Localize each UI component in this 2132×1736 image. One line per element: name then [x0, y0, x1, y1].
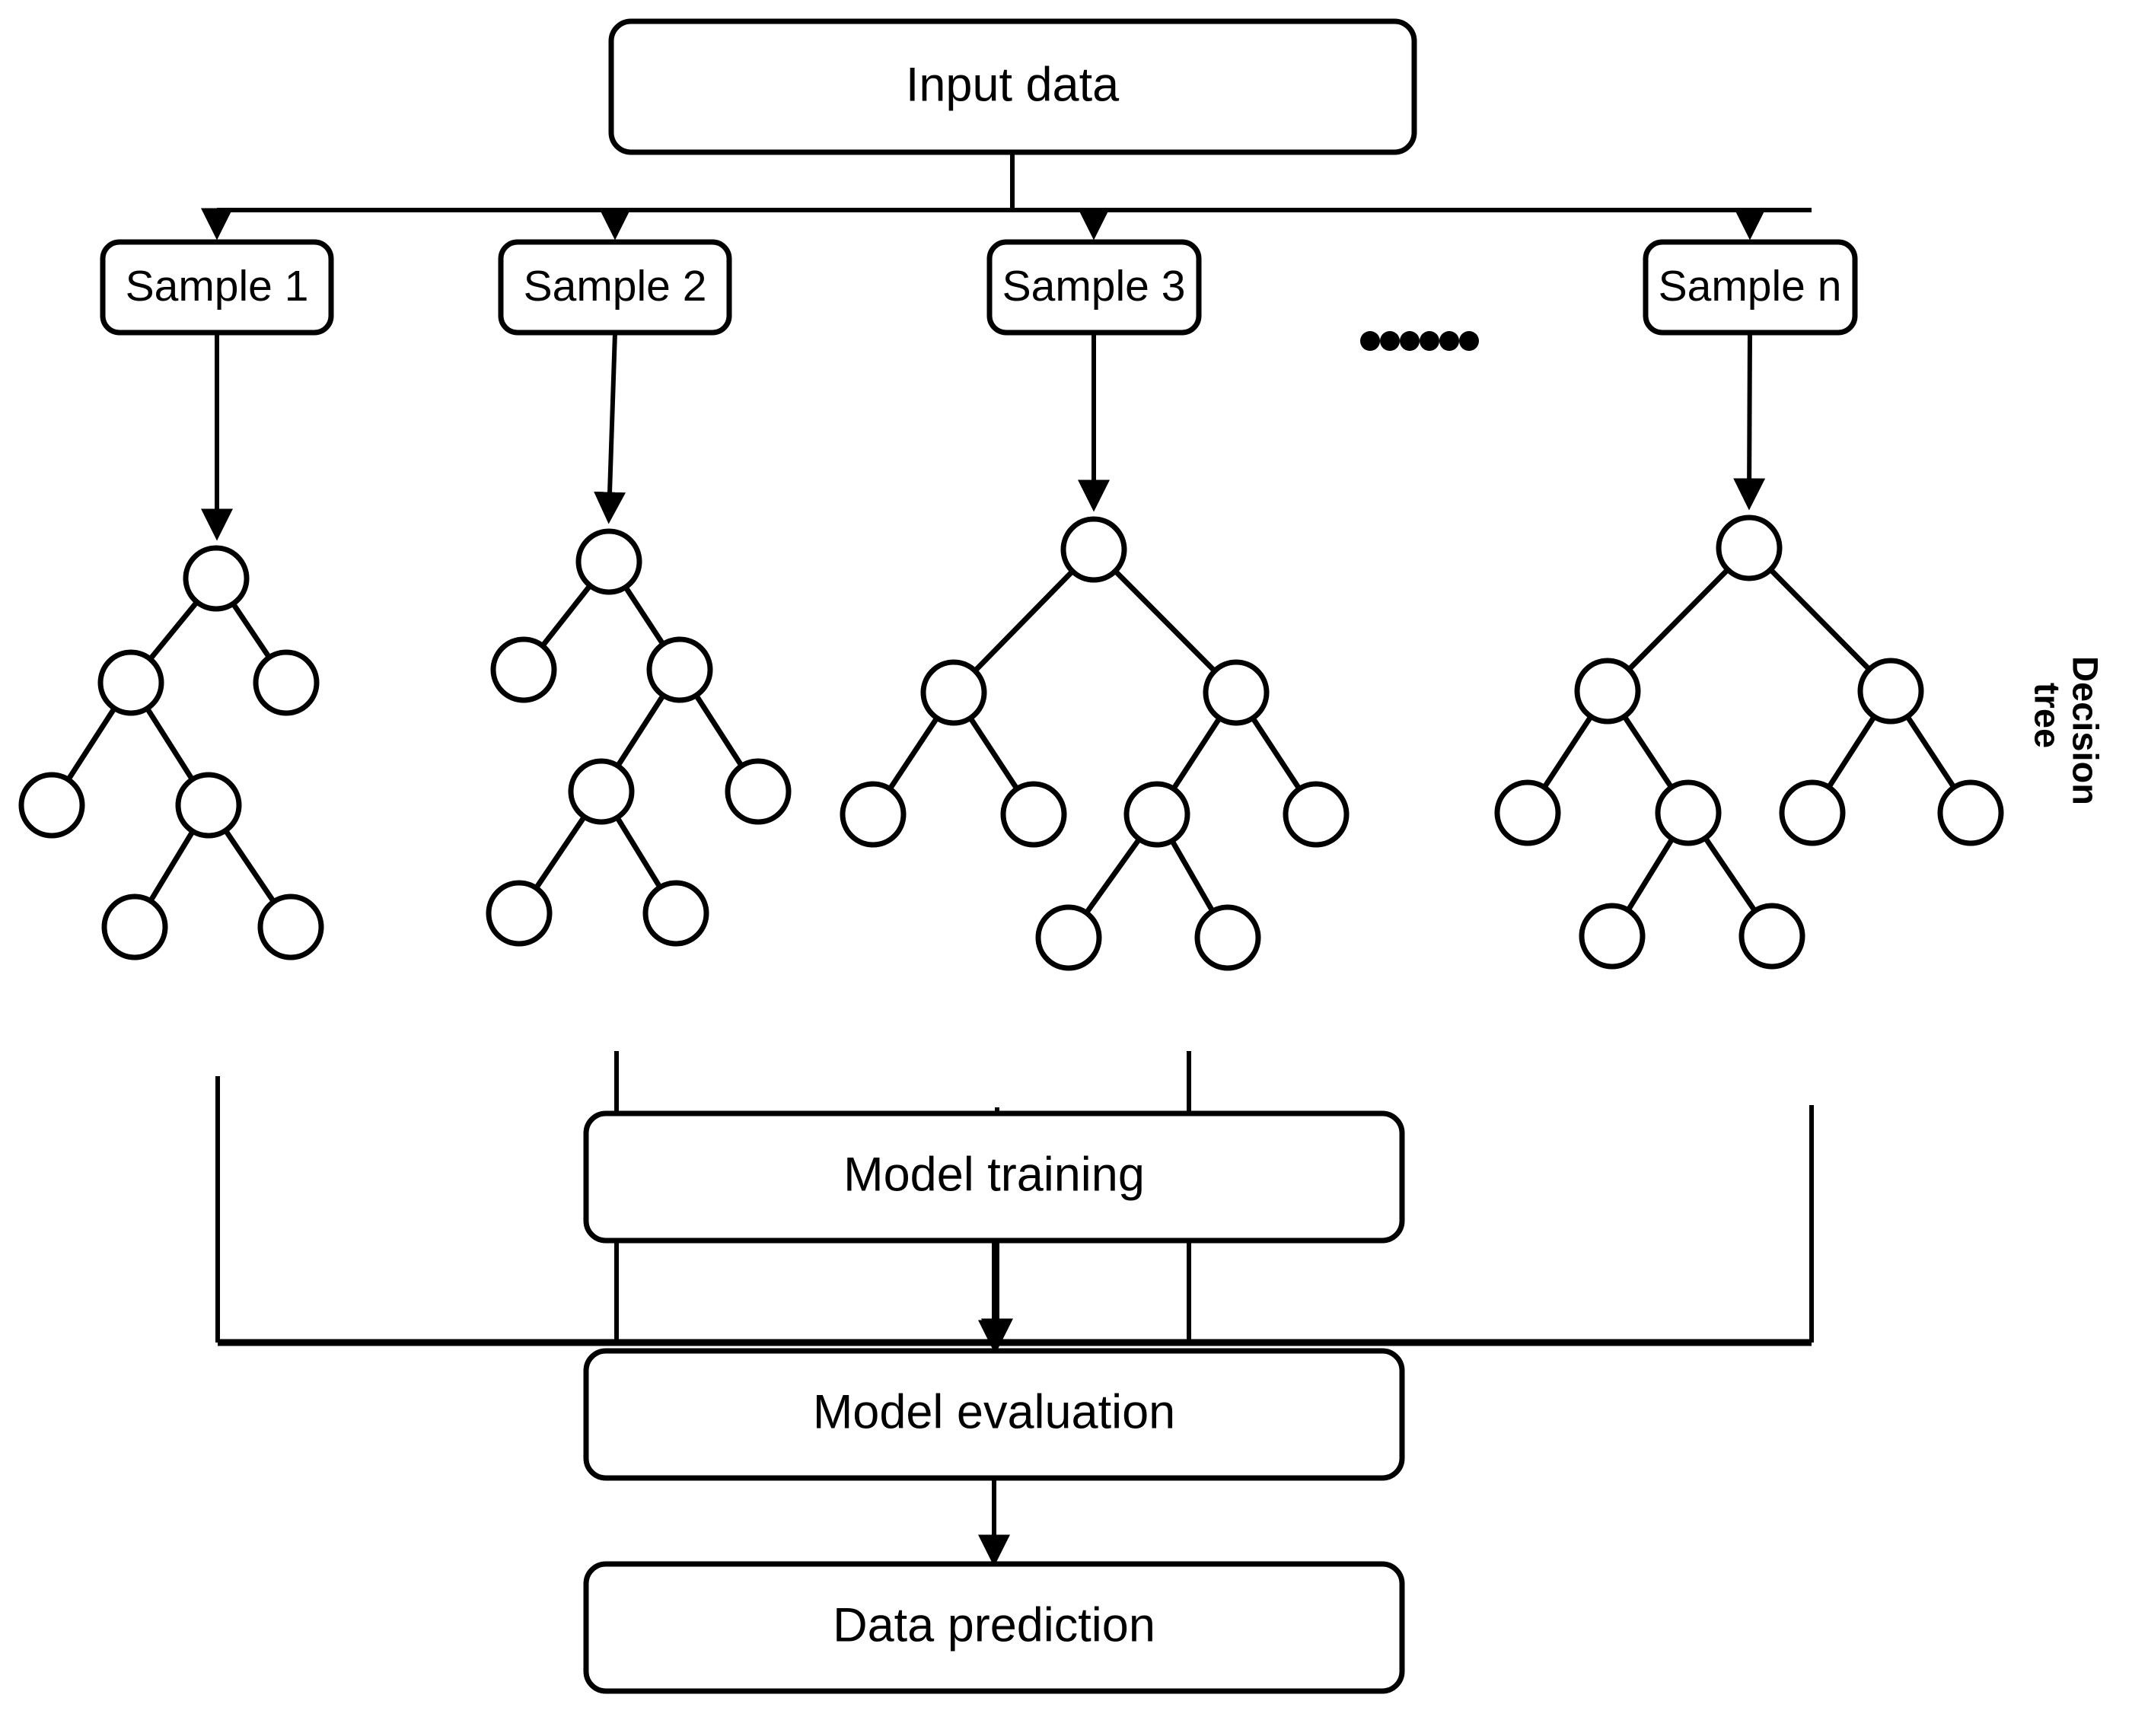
tree-edge	[144, 706, 196, 782]
tree-node[interactable]	[1123, 781, 1190, 848]
sample-to-tree-arrows	[201, 332, 1766, 541]
tree-edge	[1168, 838, 1216, 914]
sample-box-3-label: Sample 3	[1002, 262, 1186, 311]
tree-edge	[614, 693, 667, 769]
model-evaluation-label: Model evaluation	[813, 1386, 1175, 1439]
data-prediction-box[interactable]: Data prediction	[583, 1561, 1405, 1694]
sample-box-n[interactable]: Sample n	[1643, 239, 1858, 336]
tree-node[interactable]	[1655, 779, 1722, 846]
tree-node[interactable]	[1779, 779, 1846, 846]
tree-node[interactable]	[101, 893, 168, 960]
tree-node[interactable]	[642, 880, 709, 947]
tree-edge	[613, 814, 664, 890]
tree-edge	[622, 584, 667, 648]
tree-node[interactable]	[568, 758, 635, 825]
tree-node[interactable]	[646, 636, 713, 703]
tree-node[interactable]	[1937, 779, 2004, 846]
tree-edge	[222, 827, 277, 905]
decision-tree-4	[1494, 514, 2004, 970]
tree-edge	[147, 599, 200, 662]
input-data-label: Input data	[906, 59, 1120, 112]
tree-node[interactable]	[175, 772, 242, 839]
decision-tree-2	[486, 528, 792, 947]
tree-node[interactable]	[920, 659, 987, 726]
tree-node[interactable]	[183, 545, 250, 612]
tree-edge	[533, 814, 588, 891]
tree-edge	[693, 693, 745, 769]
tree-edge	[1904, 713, 1958, 791]
tree-edge	[1541, 713, 1595, 791]
tree-node[interactable]	[1738, 903, 1805, 970]
tree-node[interactable]	[253, 649, 320, 716]
tree-edge	[972, 568, 1076, 674]
tree-edge	[1626, 566, 1731, 673]
tree-node[interactable]	[1194, 904, 1261, 971]
model-training-label: Model training	[843, 1148, 1145, 1202]
decision-tree-1	[18, 545, 324, 960]
arrow-sample-n-to-tree-n	[1733, 332, 1766, 511]
tree-node[interactable]	[486, 880, 553, 947]
sample-box-n-shape	[1643, 239, 1858, 336]
tree-node[interactable]	[1203, 659, 1270, 726]
input-data-box[interactable]: Input data	[608, 18, 1417, 155]
tree-node[interactable]	[1579, 903, 1646, 970]
tree-edge	[1112, 568, 1218, 674]
tree-edge	[147, 828, 196, 904]
tree-edge	[230, 600, 272, 661]
sample-box-n-label: Sample n	[1659, 262, 1842, 311]
tree-edge	[967, 715, 1021, 792]
tree-edge	[1249, 715, 1303, 792]
tree-edge	[65, 706, 118, 782]
decision-trees-layer	[18, 514, 2004, 971]
tree-edge	[1170, 715, 1223, 792]
tree-node[interactable]	[18, 772, 85, 839]
tree-edge	[1621, 713, 1675, 791]
sample-box-2[interactable]: Sample 2	[498, 239, 732, 336]
decision-tree-3	[840, 516, 1350, 971]
tree-node[interactable]	[1283, 781, 1350, 848]
tree-node[interactable]	[1494, 779, 1561, 846]
tree-node[interactable]	[97, 649, 164, 716]
tree-edge	[1624, 836, 1676, 913]
arrow-sample-2-to-tree-2	[594, 332, 626, 524]
decision-tree-annotation-line-1: Decision	[2066, 656, 2106, 805]
tree-node[interactable]	[257, 893, 324, 960]
tree-edge	[1825, 714, 1878, 790]
tree-node[interactable]	[840, 781, 907, 848]
model-evaluation-box[interactable]: Model evaluation	[583, 1348, 1405, 1481]
tree-edge	[539, 582, 594, 649]
data-prediction-label: Data prediction	[833, 1599, 1155, 1652]
tree-edge	[1702, 835, 1758, 914]
tree-node[interactable]	[1035, 904, 1102, 971]
tree-node[interactable]	[1857, 658, 1924, 725]
sample-box-1[interactable]: Sample 1	[100, 239, 334, 336]
data-prediction-box-shape	[583, 1561, 1405, 1694]
decision-tree-side-annotation: Decision tree	[2028, 656, 2106, 805]
tree-edge	[1083, 836, 1142, 916]
sample-box-1-label: Sample 1	[126, 262, 309, 311]
model-training-box[interactable]: Model training	[583, 1110, 1405, 1244]
tree-edge	[887, 715, 940, 792]
tree-node[interactable]	[725, 758, 792, 825]
tree-node[interactable]	[1060, 516, 1127, 583]
tree-node[interactable]	[1000, 781, 1067, 848]
tree-node[interactable]	[1574, 658, 1641, 725]
tree-node[interactable]	[575, 528, 642, 595]
ellipsis-indicator	[1360, 331, 1479, 351]
tree-edge	[1767, 566, 1872, 673]
tree-node[interactable]	[1716, 514, 1783, 581]
input-to-samples-connector	[201, 152, 1812, 240]
sample-box-3[interactable]: Sample 3	[986, 239, 1202, 336]
tree-node[interactable]	[490, 636, 557, 703]
sample-box-2-label: Sample 2	[524, 262, 707, 311]
decision-tree-annotation-line-2: tree	[2028, 683, 2068, 748]
